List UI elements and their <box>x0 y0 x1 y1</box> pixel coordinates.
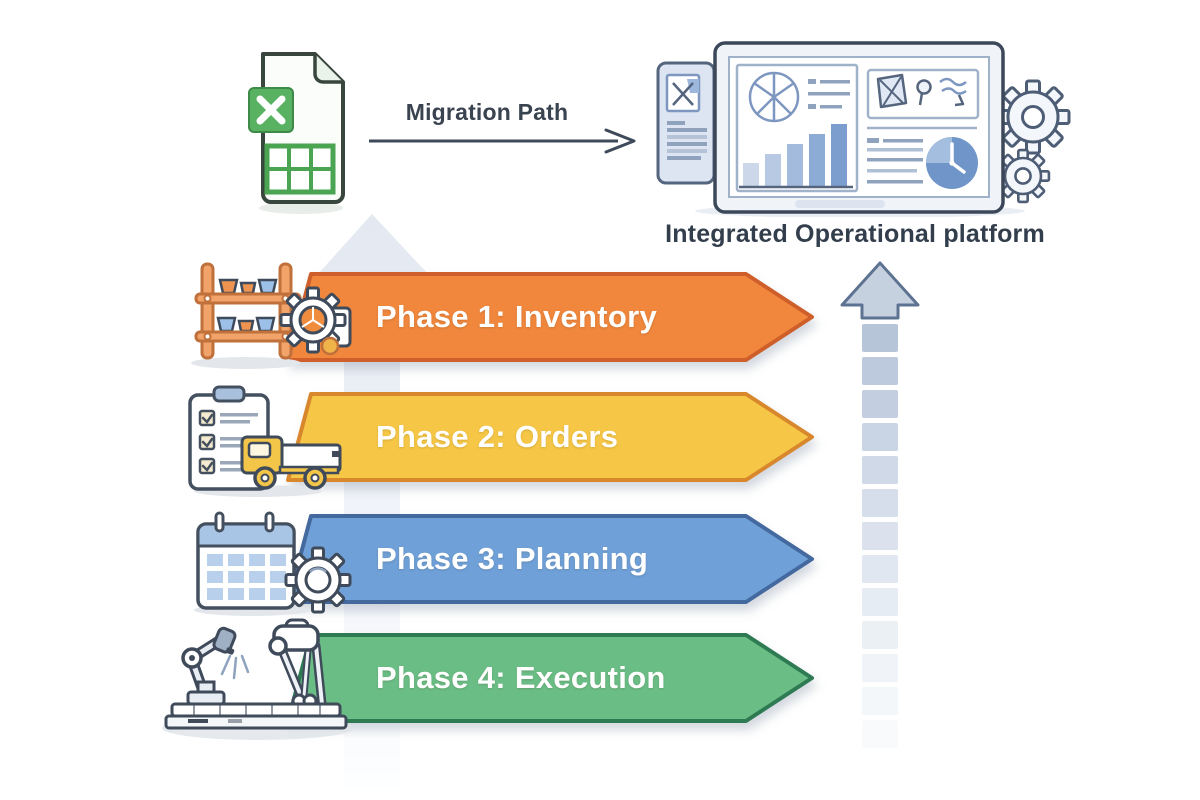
analytics-panel <box>735 63 859 193</box>
phase-2-label: Phase 2: Orders <box>376 419 619 454</box>
left-robot-arm <box>181 626 237 706</box>
spreadsheet-file-icon <box>248 52 345 214</box>
arrow-segments <box>862 324 898 748</box>
tablet-icon <box>656 61 716 185</box>
spray-lines <box>220 654 250 680</box>
phase-1-label: Phase 1: Inventory <box>376 299 658 334</box>
warehouse-shelf-icon <box>191 262 352 369</box>
clipboard-truck-icon <box>188 385 342 497</box>
phase-4-banner: Phase 4: Execution <box>284 631 819 725</box>
bullet-lines <box>808 79 850 109</box>
truck <box>240 435 342 490</box>
robot-arm-icon <box>162 618 354 740</box>
gear-icon <box>995 148 1051 204</box>
platform <box>164 702 348 730</box>
dashboard-monitor-icon <box>656 41 1071 217</box>
progress-up-arrow-icon <box>840 261 920 748</box>
report-lines <box>867 138 923 184</box>
calendar-grid <box>207 554 286 600</box>
phase-2-banner: Phase 2: Orders <box>284 390 819 484</box>
kpi-box-icon <box>866 68 980 120</box>
migration-path-label: Migration Path <box>405 99 569 125</box>
grid <box>264 143 336 195</box>
bar-chart-icon <box>739 124 853 189</box>
checklist <box>198 409 258 475</box>
clock-icon <box>926 137 978 189</box>
phase-1-banner: Phase 1: Inventory <box>284 270 819 364</box>
platform-caption: Integrated Operational platform <box>665 220 1045 248</box>
calendar-gear-icon <box>194 511 352 616</box>
right-robot-arm <box>268 618 327 709</box>
phase-3-banner: Phase 3: Planning <box>284 512 819 606</box>
migration-arrow-icon <box>369 128 636 154</box>
phase-4-label: Phase 4: Execution <box>376 660 666 695</box>
x-mark <box>256 95 286 125</box>
phase-3-label: Phase 3: Planning <box>376 541 649 576</box>
gear-icon <box>279 286 347 354</box>
gear-icon <box>995 79 1071 155</box>
pie-chart-icon <box>748 71 800 123</box>
gear-icon <box>284 546 352 614</box>
